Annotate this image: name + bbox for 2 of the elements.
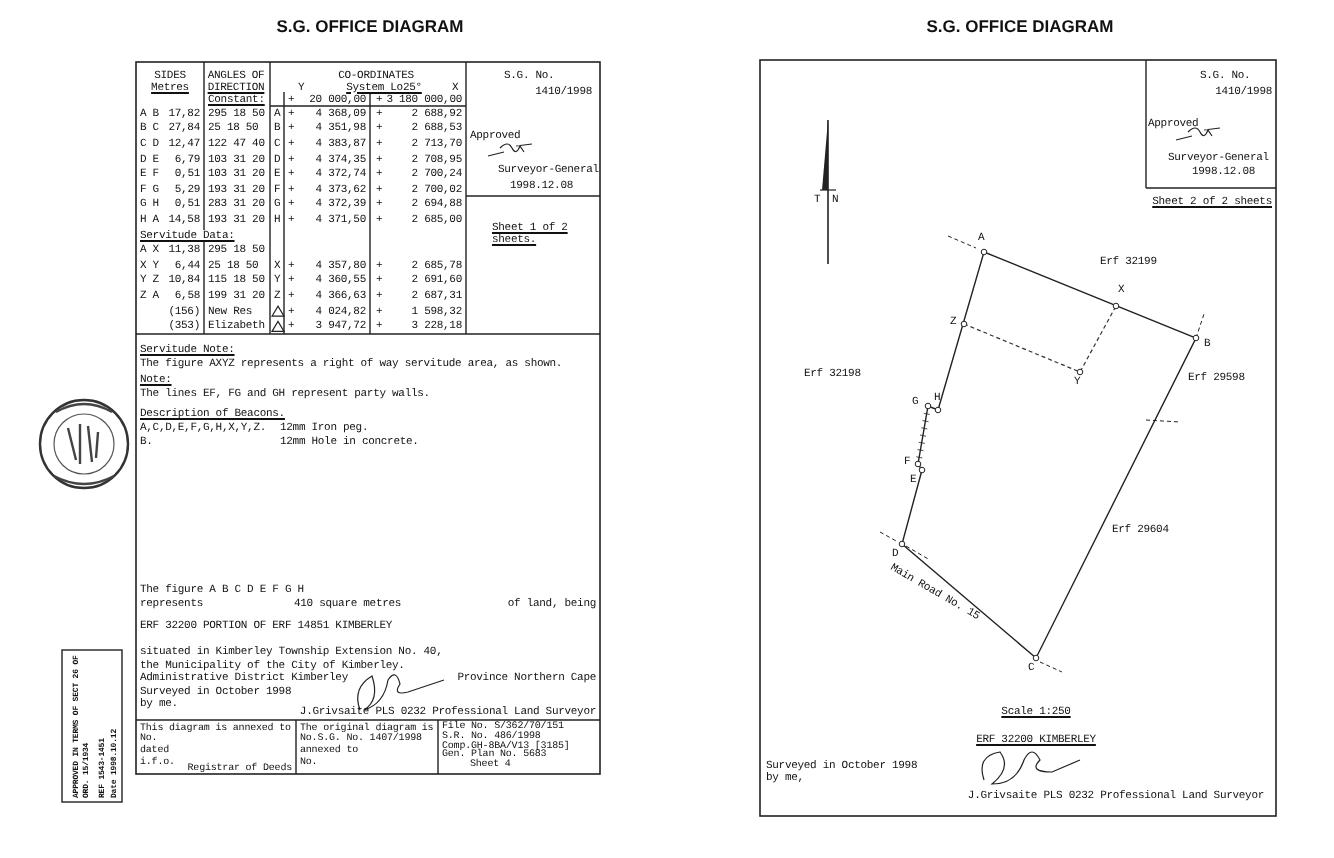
sheet-title: S.G. OFFICE DIAGRAM [926, 16, 1114, 36]
sheet-title: S.G. OFFICE DIAGRAM [276, 16, 464, 36]
